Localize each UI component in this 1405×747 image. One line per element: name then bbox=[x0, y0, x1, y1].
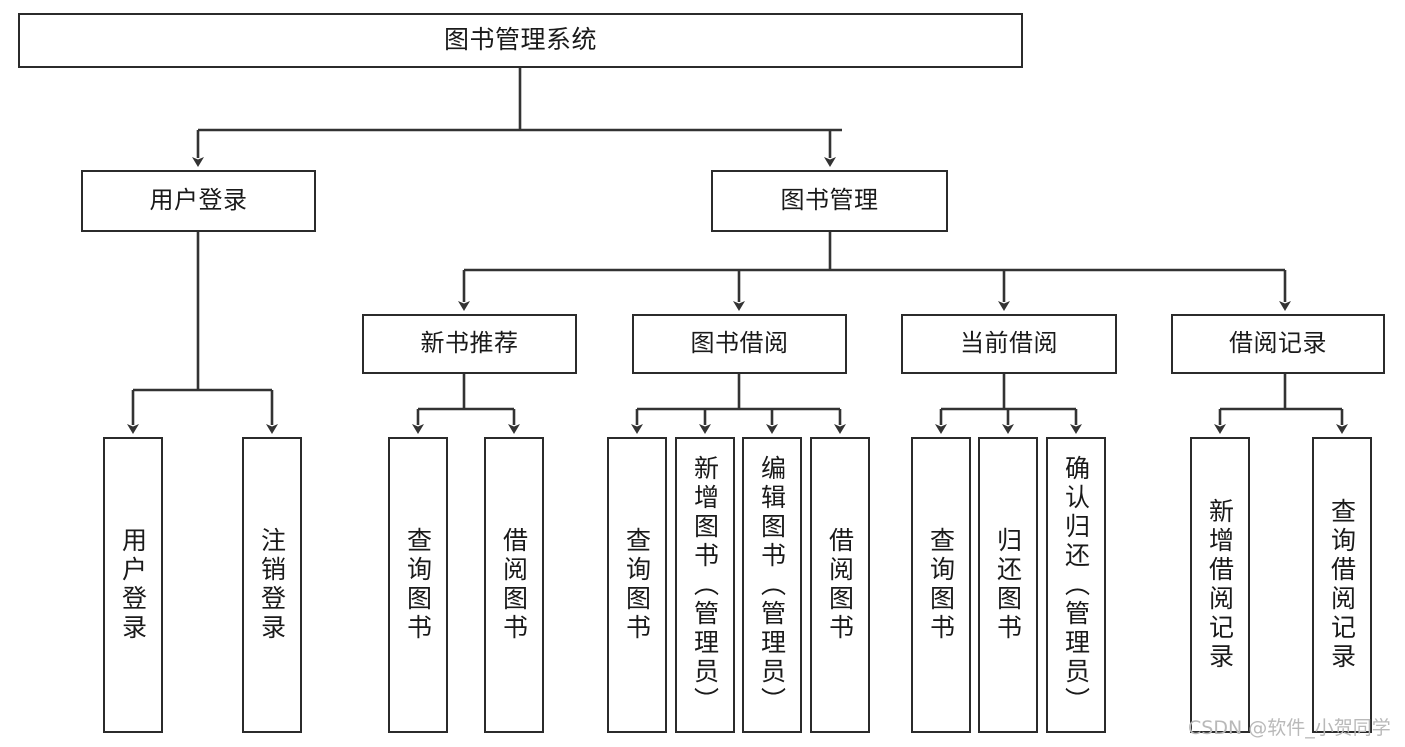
node-leaf-user-logout[interactable]: 注销登录 bbox=[242, 437, 302, 733]
node-new-book-recommend[interactable]: 新书推荐 bbox=[362, 314, 577, 374]
node-book-manage[interactable]: 图书管理 bbox=[711, 170, 948, 232]
node-leaf-add-record-label: 新增借阅记录 bbox=[1205, 498, 1235, 672]
node-leaf-edit-book-label: 编辑图书（管理员） bbox=[757, 454, 787, 716]
node-leaf-query-record[interactable]: 查询借阅记录 bbox=[1312, 437, 1372, 733]
node-leaf-add-record[interactable]: 新增借阅记录 bbox=[1190, 437, 1250, 733]
node-book-borrow-label: 图书借阅 bbox=[690, 329, 789, 358]
node-user-login-label: 用户登录 bbox=[149, 186, 248, 215]
node-leaf-query-book-2-label: 查询图书 bbox=[622, 527, 652, 643]
node-root[interactable]: 图书管理系统 bbox=[18, 13, 1023, 68]
node-leaf-query-book-1-label: 查询图书 bbox=[403, 527, 433, 643]
node-book-borrow[interactable]: 图书借阅 bbox=[632, 314, 847, 374]
node-current-borrow-label: 当前借阅 bbox=[960, 329, 1058, 358]
node-leaf-borrow-book-2[interactable]: 借阅图书 bbox=[810, 437, 870, 733]
node-leaf-edit-book[interactable]: 编辑图书（管理员） bbox=[742, 437, 802, 733]
node-borrow-record-label: 借阅记录 bbox=[1229, 329, 1327, 358]
node-user-login[interactable]: 用户登录 bbox=[81, 170, 316, 232]
node-leaf-query-book-3-label: 查询图书 bbox=[926, 527, 956, 643]
node-leaf-query-book-3[interactable]: 查询图书 bbox=[911, 437, 971, 733]
node-root-label: 图书管理系统 bbox=[443, 25, 597, 55]
node-leaf-user-login-label: 用户登录 bbox=[118, 527, 148, 643]
node-leaf-confirm-return-label: 确认归还（管理员） bbox=[1061, 454, 1091, 716]
node-leaf-borrow-book-1-label: 借阅图书 bbox=[499, 527, 529, 643]
node-current-borrow[interactable]: 当前借阅 bbox=[901, 314, 1117, 374]
node-leaf-borrow-book-1[interactable]: 借阅图书 bbox=[484, 437, 544, 733]
node-leaf-return-book[interactable]: 归还图书 bbox=[978, 437, 1038, 733]
node-leaf-return-book-label: 归还图书 bbox=[993, 527, 1023, 643]
node-leaf-query-record-label: 查询借阅记录 bbox=[1327, 498, 1357, 672]
node-new-book-recommend-label: 新书推荐 bbox=[420, 329, 519, 358]
node-leaf-user-login[interactable]: 用户登录 bbox=[103, 437, 163, 733]
node-leaf-add-book-label: 新增图书（管理员） bbox=[690, 454, 720, 716]
node-leaf-borrow-book-2-label: 借阅图书 bbox=[825, 527, 855, 643]
node-leaf-add-book[interactable]: 新增图书（管理员） bbox=[675, 437, 735, 733]
node-leaf-query-book-2[interactable]: 查询图书 bbox=[607, 437, 667, 733]
node-leaf-confirm-return[interactable]: 确认归还（管理员） bbox=[1046, 437, 1106, 733]
node-leaf-query-book-1[interactable]: 查询图书 bbox=[388, 437, 448, 733]
node-leaf-user-logout-label: 注销登录 bbox=[257, 527, 287, 643]
node-book-manage-label: 图书管理 bbox=[780, 186, 879, 215]
node-borrow-record[interactable]: 借阅记录 bbox=[1171, 314, 1385, 374]
